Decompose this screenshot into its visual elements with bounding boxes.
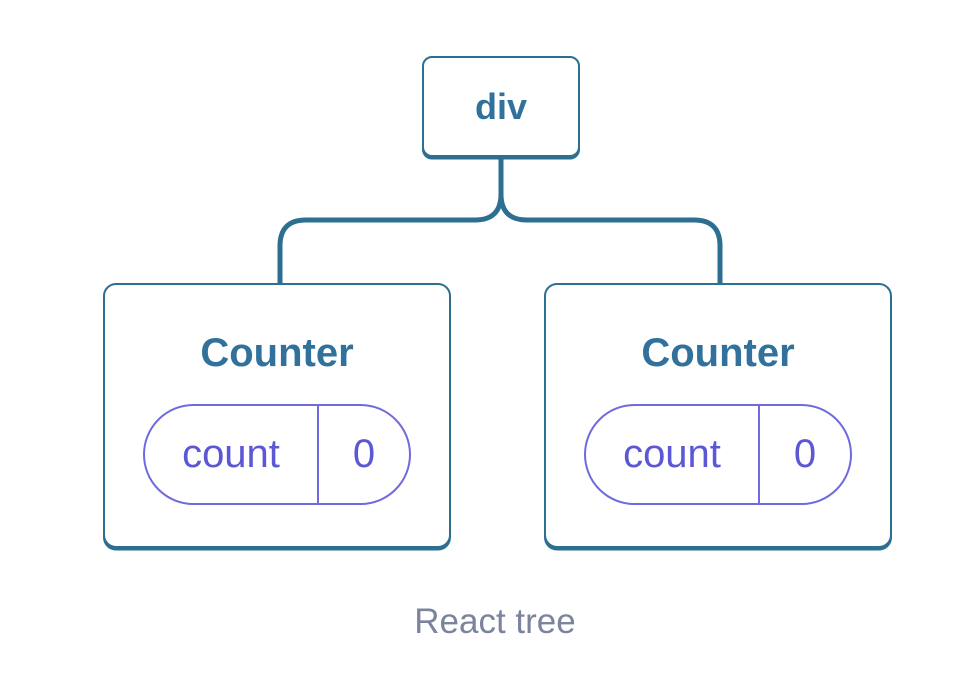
diagram-caption: React tree [414, 602, 576, 641]
counter-title: Counter [200, 331, 354, 375]
state-key-label: count [623, 432, 721, 476]
state-value-cell: 0 [760, 406, 850, 503]
state-key-cell: count [145, 406, 319, 503]
tree-node-counter-left: Counter count 0 [103, 283, 451, 548]
state-key-label: count [182, 432, 280, 476]
state-pill: count 0 [584, 404, 852, 505]
connector-root-to-left-counter [277, 154, 504, 286]
state-value-label: 0 [793, 432, 817, 476]
div-node-label: div [474, 85, 527, 127]
state-value-label: 0 [352, 432, 376, 476]
tree-node-div: div [422, 56, 580, 157]
state-pill: count 0 [143, 404, 411, 505]
connector-root-to-right-counter [498, 154, 723, 286]
counter-title: Counter [641, 331, 795, 375]
state-value-cell: 0 [319, 406, 409, 503]
state-key-cell: count [586, 406, 760, 503]
tree-node-counter-right: Counter count 0 [544, 283, 892, 548]
